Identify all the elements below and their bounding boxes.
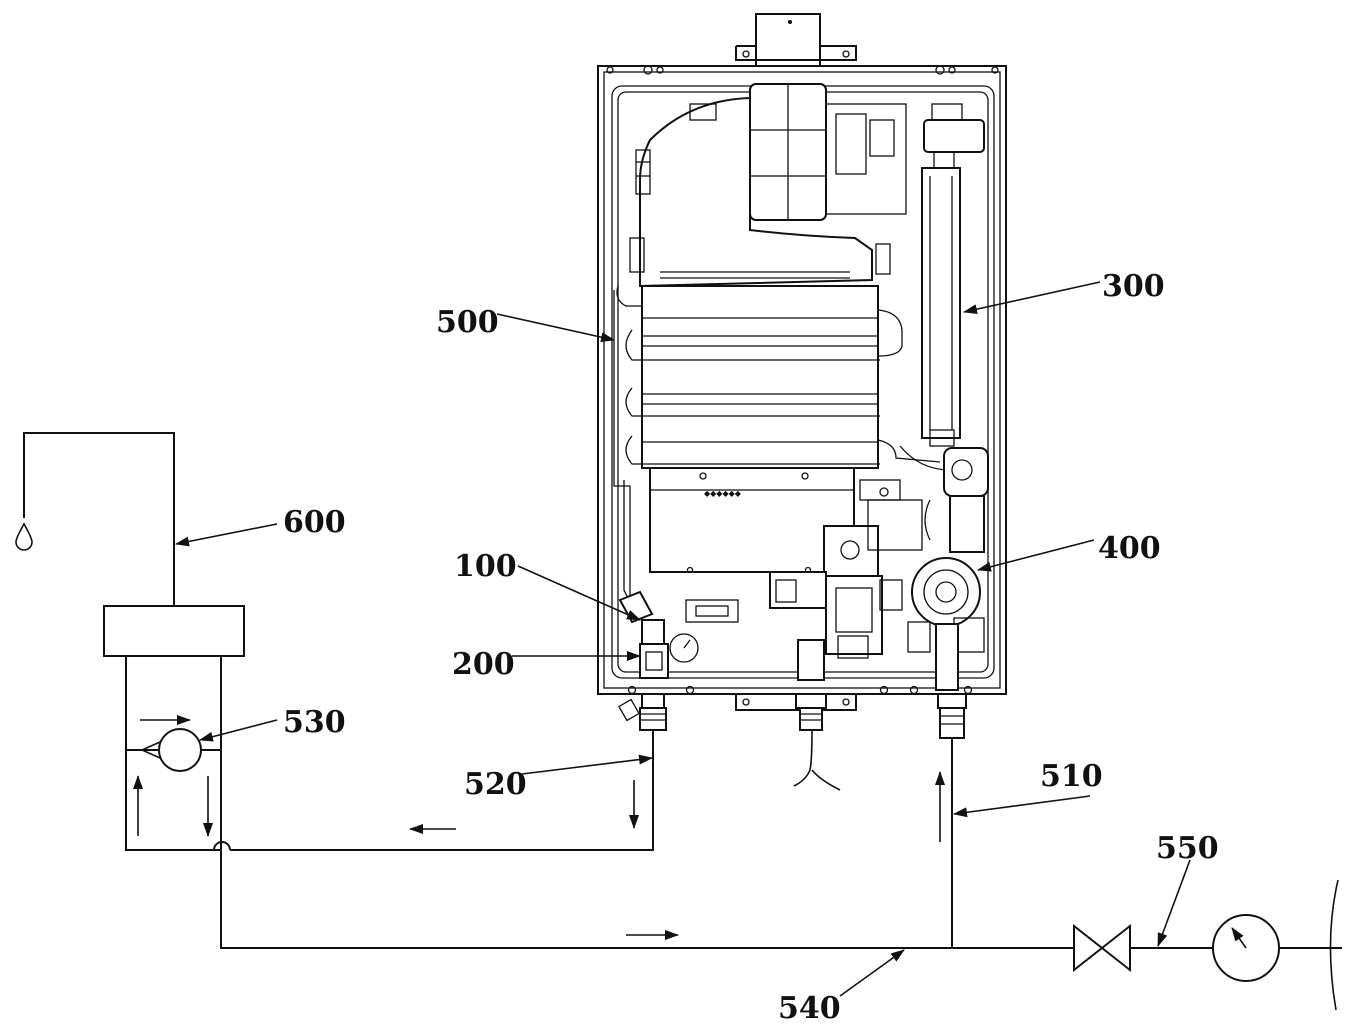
flue-outlet	[755, 13, 821, 67]
label-500: 500	[436, 305, 499, 340]
gate-valve-icon	[1073, 923, 1131, 973]
fan-housing	[639, 83, 907, 288]
label-200: 200	[452, 647, 515, 682]
gas-valve-block	[769, 479, 923, 681]
water-drop-icon	[15, 522, 33, 551]
tank-body	[125, 655, 222, 851]
label-520: 520	[464, 767, 527, 802]
component-100-inlet-fitting	[618, 590, 665, 649]
tank-top-cap	[103, 605, 245, 657]
top-bracket	[735, 45, 857, 61]
label-540: 540	[778, 991, 841, 1026]
gas-inlet-fitting	[793, 693, 841, 791]
label-300: 300	[1102, 269, 1165, 304]
callout-labels: 500 300 600 100 400 200 530 520 510 550 …	[283, 269, 1219, 1026]
right-tube-assembly	[921, 103, 985, 447]
label-400: 400	[1098, 531, 1161, 566]
label-510: 510	[1040, 759, 1103, 794]
callout-leaders	[175, 281, 1191, 997]
cold-water-inlet-fitting	[937, 693, 967, 739]
label-100: 100	[454, 549, 517, 584]
component-200-sensor	[639, 643, 669, 679]
label-550: 550	[1156, 831, 1219, 866]
mixing-tank	[103, 605, 245, 851]
label-530: 530	[283, 705, 346, 740]
heat-exchanger	[616, 285, 941, 469]
water-heater-unit: ◆◆◆◆◆◆	[597, 13, 1007, 791]
label-600: 600	[283, 505, 346, 540]
burner-box: ◆◆◆◆◆◆	[649, 467, 855, 574]
pipe-520-hot-water-outlet	[230, 730, 654, 851]
circulation-pump-icon	[140, 728, 202, 772]
pipe-600-to-faucet	[23, 432, 175, 606]
pipe-break-mark	[1329, 879, 1339, 1011]
water-valve-assembly	[899, 445, 989, 691]
hot-water-outlet-fitting	[618, 693, 667, 731]
svg-text:◆◆◆◆◆◆: ◆◆◆◆◆◆	[704, 489, 742, 498]
pressure-gauge-icon	[1212, 914, 1280, 982]
